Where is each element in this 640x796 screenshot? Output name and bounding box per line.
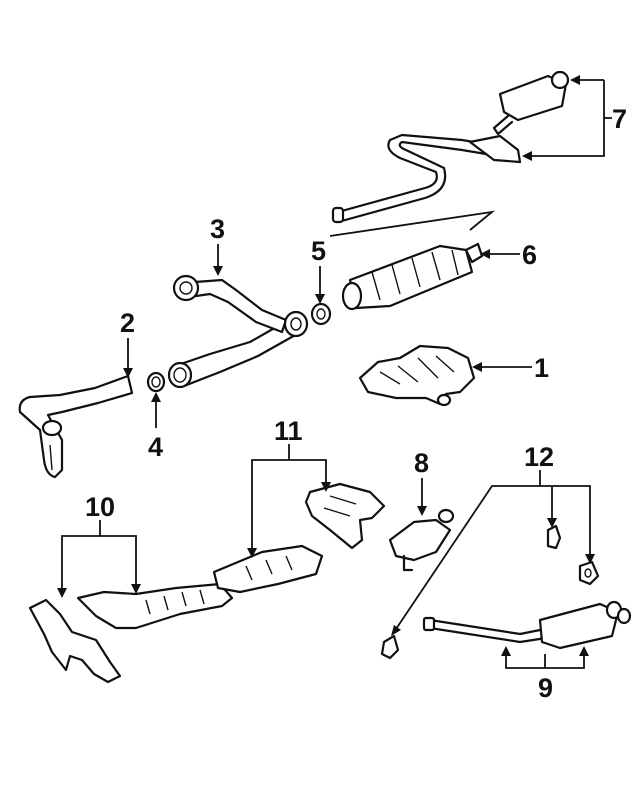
part-3-y-pipe[interactable] [167, 274, 309, 389]
callout-5: 5 [311, 236, 326, 266]
callout-12: 12 [524, 442, 554, 472]
part-2-front-pipe[interactable] [18, 374, 134, 479]
part-9-rear-muffler-assembly[interactable] [422, 600, 632, 650]
callout-10: 10 [85, 492, 115, 522]
callout-labels: 1 2 3 4 5 6 7 8 9 10 11 12 [85, 104, 627, 703]
leader-lines [57, 75, 612, 669]
part-10-heat-shield[interactable] [28, 582, 234, 684]
part-5-gasket[interactable] [310, 302, 332, 326]
callout-11: 11 [274, 416, 303, 446]
callout-6: 6 [522, 240, 537, 270]
part-7-intermediate-pipe-muffler[interactable] [331, 70, 570, 224]
part-8-muffler[interactable] [388, 508, 455, 572]
part-6-catalytic-converter[interactable] [341, 242, 484, 311]
callout-8: 8 [414, 448, 429, 478]
callout-7: 7 [612, 104, 627, 134]
callout-1: 1 [534, 353, 549, 383]
part-1-exhaust-manifold[interactable] [358, 344, 476, 407]
callout-4: 4 [148, 432, 163, 462]
part-4-gasket[interactable] [146, 371, 166, 393]
callout-3: 3 [210, 214, 225, 244]
callout-9: 9 [538, 673, 553, 703]
callout-2: 2 [120, 308, 135, 338]
part-11-heat-shields[interactable] [212, 482, 386, 594]
